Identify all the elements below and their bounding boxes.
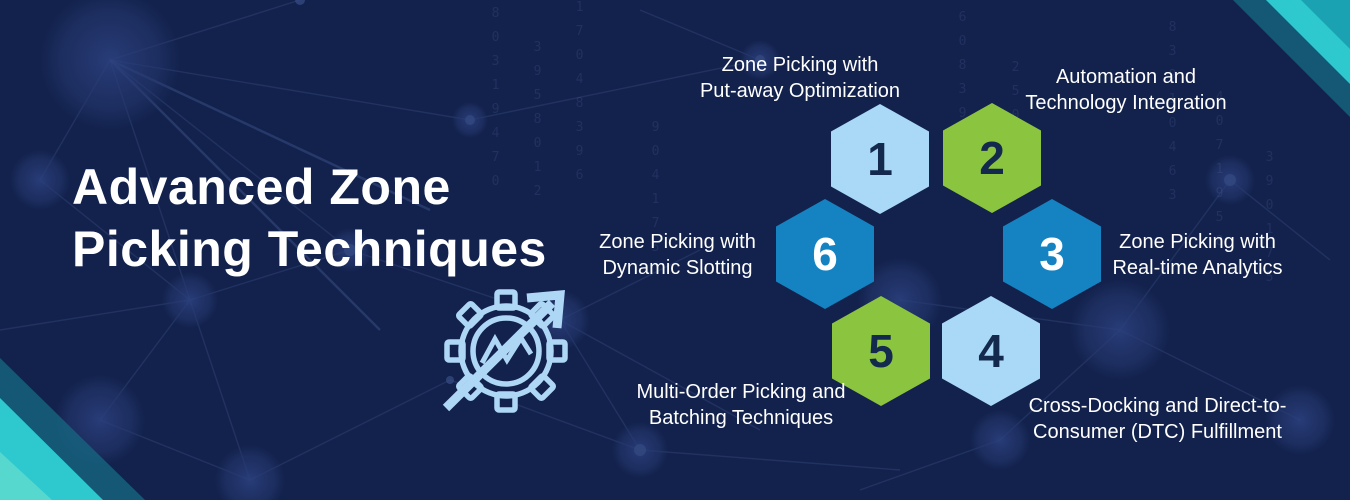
digital-rain-column: 17048396 [572, 0, 587, 192]
digital-rain-column: 4071958 [1212, 90, 1227, 258]
hexagon-6-number: 6 [812, 228, 838, 280]
hexagon-5-label: Multi-Order Picking and Batching Techniq… [636, 381, 846, 429]
hexagon-4-number: 4 [978, 325, 1004, 377]
hexagon-1-label: Zone Picking with Put-away Optimization [699, 54, 901, 102]
hexagon-5-number: 5 [868, 325, 894, 377]
digital-rain-column: 904175 [648, 120, 663, 264]
hexagon-4-label: Cross-Docking and Direct-to- Consumer (D… [1028, 395, 1287, 443]
page-title-line2: Picking Techniques [72, 221, 547, 277]
digital-rain-column: 390175 [1262, 150, 1277, 294]
digital-rain-column: 83910463 [1165, 20, 1180, 212]
digital-rain-column: 80319470 [488, 6, 503, 198]
page-title: Advanced Zone Picking Techniques [72, 156, 592, 280]
hexagon-3-number: 3 [1039, 228, 1065, 280]
hexagon-2-number: 2 [979, 132, 1005, 184]
hexagon-6-label: Zone Picking with Dynamic Slotting [599, 231, 756, 279]
digital-rain-column: 3958012 [530, 40, 545, 208]
page-title-line1: Advanced Zone [72, 159, 451, 215]
hexagon-2-label: Automation and Technology Integration [1025, 66, 1227, 114]
hexagon-1-number: 1 [867, 133, 893, 185]
hexagon-3-label: Zone Picking with Real-time Analytics [1112, 231, 1283, 279]
gear-growth-icon [442, 289, 568, 413]
